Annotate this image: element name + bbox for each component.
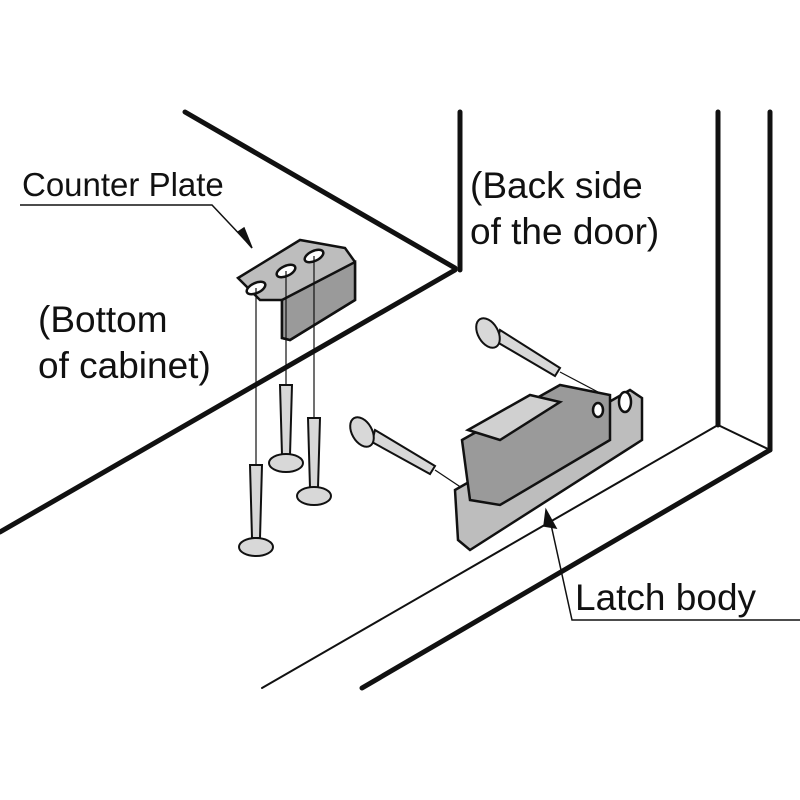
bottom-label-line1: (Bottom bbox=[38, 299, 168, 340]
cabinet-outline bbox=[0, 109, 773, 691]
back-side-label-line1: (Back side bbox=[470, 165, 643, 206]
back-side-label-line2: of the door) bbox=[470, 211, 660, 252]
bottom-label-line2: of cabinet) bbox=[38, 345, 211, 386]
screw-icon bbox=[475, 317, 562, 378]
screw-icon bbox=[268, 384, 304, 473]
counter-plate-guide-lines bbox=[255, 256, 315, 470]
screw-icon bbox=[296, 417, 332, 506]
latch-body-label: Latch body bbox=[575, 577, 757, 618]
counter-plate-label: Counter Plate bbox=[22, 166, 224, 203]
screw-icons bbox=[238, 317, 562, 557]
latch-body-part bbox=[453, 383, 644, 552]
leader-lines bbox=[20, 204, 800, 621]
screw-icon bbox=[349, 416, 437, 476]
screw-icon bbox=[238, 464, 274, 557]
